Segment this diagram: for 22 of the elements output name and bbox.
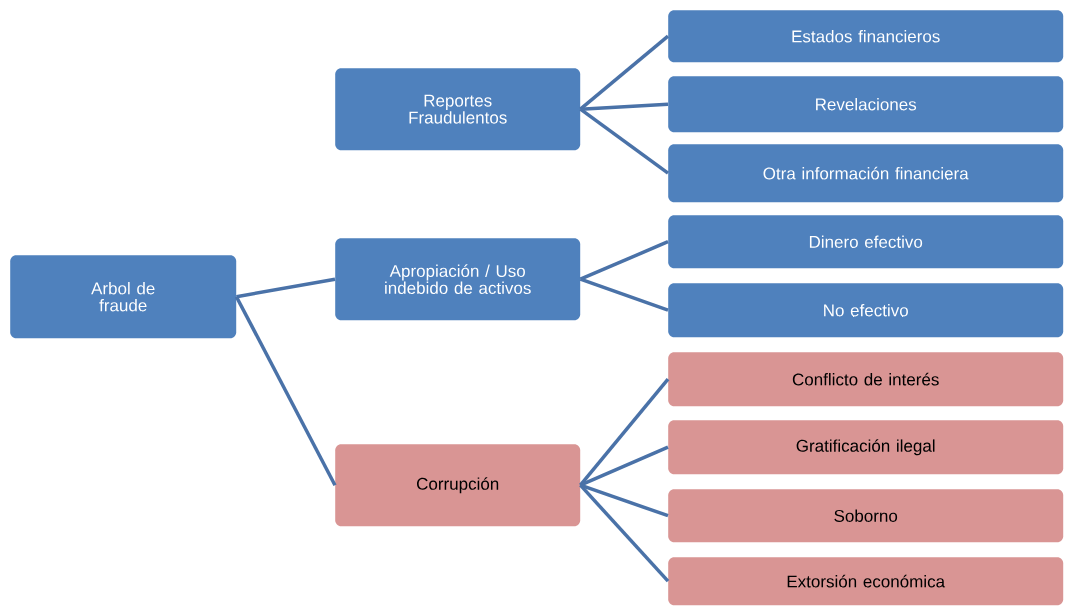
connector-line <box>579 277 669 312</box>
root-box: Arbol de fraude <box>10 255 237 339</box>
connector-line <box>234 295 337 486</box>
item-box: Soborno <box>668 489 1064 543</box>
item-box: Estados financieros <box>668 10 1064 63</box>
category-box: Reportes Fraudulentos <box>335 68 581 151</box>
item-box: Dinero efectivo <box>668 215 1064 269</box>
item-box: Revelaciones <box>668 76 1064 133</box>
connector-line <box>579 445 669 487</box>
item-box: Gratificación ilegal <box>668 420 1064 475</box>
connector-line <box>579 107 670 175</box>
connector-line <box>236 277 336 299</box>
item-box: Extorsión económica <box>668 557 1064 606</box>
connector-line <box>579 483 669 518</box>
item-box: No efectivo <box>668 283 1064 338</box>
item-box: Otra información financiera <box>668 144 1064 203</box>
connector-line <box>580 102 669 111</box>
category-box: Apropiación / Uso indebido de activos <box>335 238 581 321</box>
category-box: Corrupción <box>335 444 581 527</box>
connector-line <box>579 484 670 583</box>
connector-line <box>579 240 669 281</box>
item-box: Conflicto de interés <box>668 352 1064 407</box>
